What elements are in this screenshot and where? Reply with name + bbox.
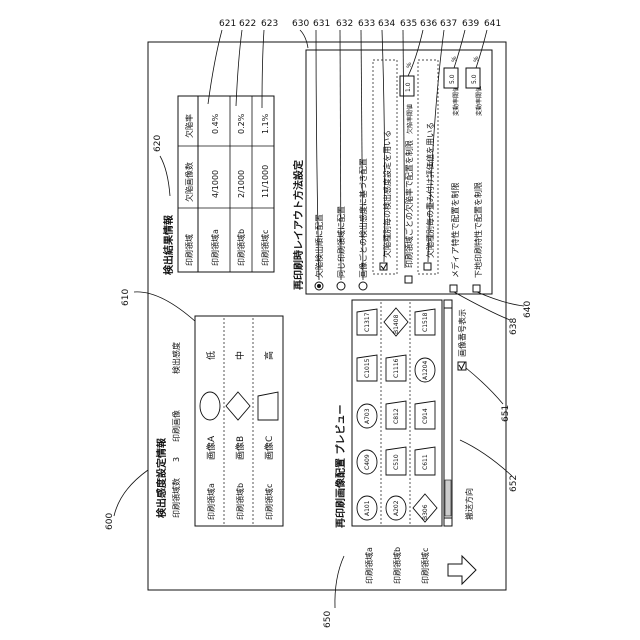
preview-cell-label: C812: [393, 408, 400, 424]
layout-title: 再印刷時レイアウト方法設定: [292, 160, 305, 290]
sens-row-area: 印刷領域b: [235, 483, 245, 520]
checkbox-base-print-property-label: 下地印刷特性で配置を制限: [473, 182, 483, 278]
preview-cell-label: C1317: [364, 312, 371, 332]
col-image-header: 印刷画像: [171, 410, 181, 442]
ref-650: 650: [323, 611, 333, 628]
image-a-oval-icon: [200, 392, 220, 420]
preview-row-label: 印刷領域b: [392, 547, 402, 584]
checkbox-show-image-number-label: 画像番号表示: [457, 309, 467, 357]
ref-620: 620: [153, 135, 163, 152]
preview-cell-label: C510: [393, 454, 400, 470]
preview-cell-label: C611: [422, 454, 429, 470]
results-cell: 2/1000: [237, 170, 246, 198]
col-sensitivity-header: 検出感度: [171, 342, 181, 374]
results-cell: 4/1000: [211, 170, 220, 198]
defect-rate-threshold-label: 欠陥率閾値: [406, 104, 414, 134]
sens-row-image: 画像A: [205, 435, 217, 460]
preview-row-label: 印刷領域a: [364, 547, 374, 584]
results-cell: 印刷領域c: [260, 230, 270, 266]
results-cell: 印刷領域a: [210, 229, 220, 266]
checkbox-media-property-label: メディア特性で配置を制限: [450, 183, 460, 278]
ref-640: 640: [523, 301, 533, 318]
preview-title: 再印刷画像配置 プレビュー: [334, 405, 347, 528]
preview-row-label: 印刷領域c: [420, 548, 430, 584]
checkbox-weighted-evaluation[interactable]: [424, 263, 431, 270]
preview-cell-label: C914: [422, 408, 429, 424]
ref-632: 632: [336, 19, 353, 29]
radio-same-area[interactable]: [337, 282, 345, 290]
media-threshold-value: 5.0: [449, 74, 456, 84]
sensitivity-title: 検出感度設定情報: [155, 437, 168, 518]
preview-cell-label: C409: [364, 454, 371, 470]
scroll-thumb[interactable]: [445, 480, 451, 516]
sens-row-image: 画像B: [234, 436, 246, 460]
results-cell: 11/1000: [261, 165, 270, 198]
sens-row-level: 高: [263, 351, 275, 360]
ref-638: 638: [509, 318, 519, 335]
scroll-up-button[interactable]: [444, 300, 452, 308]
results-cell: 0.2%: [237, 113, 246, 134]
results-header: 欠陥画像数: [184, 162, 194, 202]
layout-settings-box: [306, 50, 492, 294]
results-cell: 0.4%: [211, 113, 220, 134]
ref-600: 600: [105, 513, 115, 530]
ref-623: 623: [261, 19, 278, 29]
checkbox-area-defect-rate-label: 印刷領域ごとの欠陥率で配置を制限: [404, 140, 414, 268]
preview-cell-label: B306: [422, 504, 429, 520]
radio-per-image-sensitivity[interactable]: [359, 282, 367, 290]
preview-cell-label: C1015: [364, 358, 371, 378]
radio-defect-order-dot: [317, 284, 321, 288]
ref-639: 639: [462, 19, 479, 29]
area-count-value: 3: [172, 457, 181, 462]
preview-cell-label: A1204: [422, 360, 429, 380]
ref-641: 641: [484, 19, 501, 29]
results-cell: 印刷領域b: [236, 229, 246, 266]
ref-634: 634: [378, 19, 395, 29]
media-threshold-label: 変動率閾値: [452, 86, 460, 116]
checkbox-base-print-property[interactable]: [473, 285, 480, 292]
ref-631: 631: [313, 19, 330, 29]
ref-600-leader: [114, 470, 148, 516]
defect-rate-threshold-value: 1.0: [405, 82, 412, 92]
results-title: 検出結果情報: [162, 214, 175, 275]
checkbox-media-property[interactable]: [450, 285, 457, 292]
ref-635: 635: [400, 19, 417, 29]
results-header: 印刷領域: [184, 234, 194, 266]
sens-row-area: 印刷領域a: [206, 483, 216, 520]
sens-row-area: 印刷領域c: [264, 484, 274, 520]
ref-621: 621: [219, 19, 236, 29]
results-cell: 1.1%: [261, 113, 270, 134]
image-c-parallelogram-icon: [258, 392, 278, 420]
transport-direction-label: 搬送方向: [464, 488, 474, 520]
ref-622: 622: [239, 19, 256, 29]
preview-cell-label: B1408: [393, 314, 400, 334]
ref-637: 637: [440, 19, 457, 29]
results-header: 欠陥率: [184, 114, 194, 138]
ref-652: 652: [509, 475, 519, 492]
sens-row-level: 中: [234, 351, 246, 360]
ref-610: 610: [121, 289, 131, 306]
sens-row-image: 画像C: [263, 436, 275, 460]
base-threshold-label: 変動率閾値: [475, 86, 483, 116]
scroll-down-button[interactable]: [444, 518, 452, 526]
preview-cell-label: A202: [393, 500, 400, 516]
ref-651: 651: [501, 405, 511, 422]
area-count-label: 印刷領域数: [171, 478, 181, 518]
ref-630: 630: [292, 19, 309, 29]
sens-row-level: 低: [205, 351, 217, 360]
base-threshold-value: 5.0: [471, 74, 478, 84]
ref-633: 633: [358, 19, 375, 29]
preview-cell-label: A101: [364, 500, 371, 516]
ref-636: 636: [420, 19, 437, 29]
preview-cell-label: C1116: [393, 358, 400, 378]
preview-cell-label: A703: [364, 408, 371, 424]
checkbox-defect-type-sensitivity-label: 欠陥種別毎の検出感度設定を用いる: [382, 130, 392, 258]
preview-cell-label: C1518: [422, 312, 429, 332]
checkbox-area-defect-rate[interactable]: [405, 276, 412, 283]
